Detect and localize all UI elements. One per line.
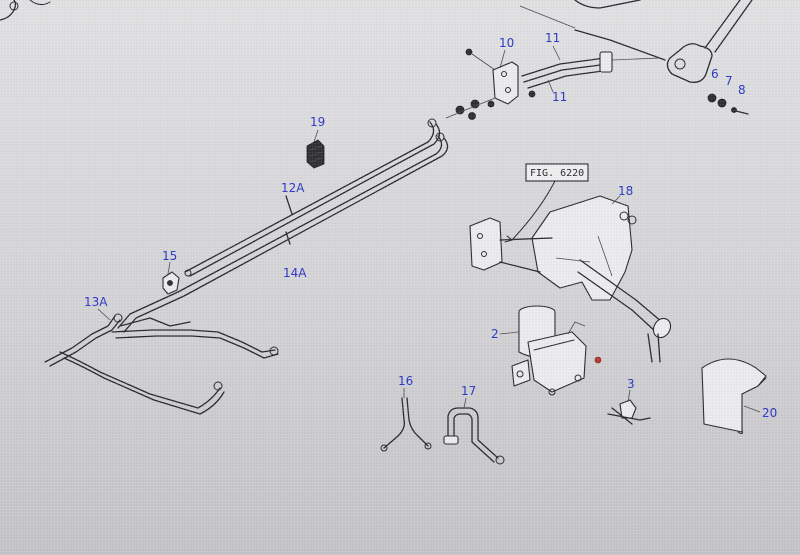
callout-13a[interactable]: 13A	[84, 295, 108, 309]
tube-16	[380, 397, 432, 452]
callout-10[interactable]: 10	[499, 36, 514, 50]
clamp-15	[162, 271, 180, 295]
frame-assembly-18	[469, 195, 672, 363]
bracket-10	[465, 48, 519, 105]
callout-11-bottom[interactable]: 11	[552, 90, 567, 104]
hose-assembly-11	[521, 51, 661, 89]
tube-17	[443, 407, 505, 465]
callout-12a[interactable]: 12A	[281, 181, 305, 195]
figure-reference-label: FIG. 6220	[530, 168, 584, 179]
leader-lines	[97, 45, 761, 413]
callout-14a[interactable]: 14A	[283, 266, 307, 280]
callout-20[interactable]: 20	[762, 406, 777, 420]
callout-7[interactable]: 7	[725, 74, 733, 88]
callout-2[interactable]: 2	[491, 327, 499, 341]
top-right-linkage	[519, 0, 753, 83]
callout-17[interactable]: 17	[461, 384, 476, 398]
cover-20	[701, 358, 767, 435]
callout-15[interactable]: 15	[162, 249, 177, 263]
bracket-3	[607, 399, 651, 425]
callout-16[interactable]: 16	[398, 374, 413, 388]
motor-2	[511, 305, 602, 396]
callout-3[interactable]: 3	[627, 377, 635, 391]
red-marker-icon	[594, 356, 602, 364]
small-parts-6-7-8	[707, 93, 749, 115]
part-19-connector	[306, 139, 325, 169]
figure-reference-box: FIG. 6220	[504, 163, 589, 243]
tube-bundle-13a	[44, 313, 279, 415]
top-left-fragment	[0, 0, 51, 21]
tube-12a-14a	[117, 118, 449, 333]
fittings-cluster	[445, 90, 536, 120]
callout-8[interactable]: 8	[738, 83, 746, 97]
callout-labels: 10 11 11 6 7 8 19 12A 14A 15 13A 18 2 3 …	[84, 31, 777, 420]
callout-6[interactable]: 6	[711, 67, 719, 81]
callout-18[interactable]: 18	[618, 184, 633, 198]
callout-11-top[interactable]: 11	[545, 31, 560, 45]
callout-19[interactable]: 19	[310, 115, 325, 129]
